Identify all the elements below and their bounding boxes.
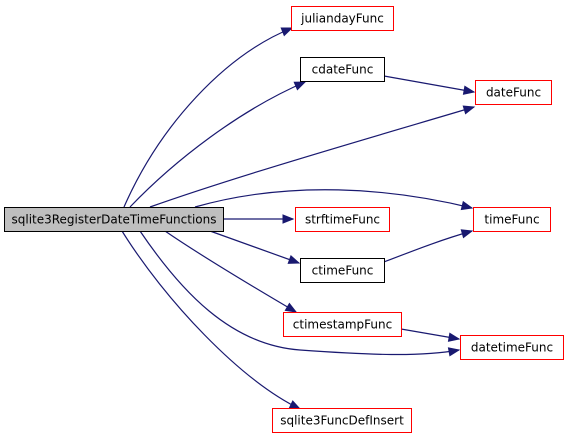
edge-ctimestamp-to-datetime [400,328,461,342]
edge-line [139,230,460,356]
node-funcdefinsert[interactable]: sqlite3FuncDefInsert [272,408,412,433]
node-box [272,408,412,433]
node-root[interactable]: sqlite3RegisterDateTimeFunctions [4,207,224,232]
arrowhead-icon [293,81,307,91]
node-julianday[interactable]: juliandayFunc [291,6,394,31]
node-label: sqlite3RegisterDateTimeFunctions [11,213,216,227]
node-label: ctimeFunc [312,264,374,278]
node-label: juliandayFunc [300,12,384,26]
edge-root-to-julianday [123,27,294,208]
node-box [460,335,564,360]
edge-root-to-cdate [129,81,307,208]
edge-line [383,75,475,93]
edge-line [383,230,473,263]
edge-cdate-to-date [383,75,476,95]
node-label: timeFunc [484,213,539,227]
function-nodes: sqlite3RegisterDateTimeFunctions julianda… [4,6,564,433]
edge-root-to-strftime [223,214,295,224]
node-ctimestamp[interactable]: ctimestampFunc [283,312,402,337]
node-box [283,312,402,337]
node-strftime[interactable]: strftimeFunc [295,207,390,232]
arrowhead-icon [288,400,302,410]
node-label: ctimestampFunc [293,318,392,332]
node-cdate[interactable]: cdateFunc [300,57,385,82]
edge-line [149,106,475,208]
arrowhead-icon [460,200,474,211]
arrowhead-icon [460,229,474,239]
edge-root-to-time [194,189,474,211]
edge-line [164,230,297,313]
node-box [300,258,385,283]
node-label: strftimeFunc [305,213,380,227]
node-date[interactable]: dateFunc [475,80,552,105]
arrowhead-icon [284,302,298,313]
edge-root-to-ctimestamp [164,230,298,313]
node-box [300,57,385,82]
arrowhead-icon [280,27,294,37]
arrowhead-icon [462,85,476,95]
edge-root-to-ctime [209,230,301,264]
arrowhead-icon [462,105,476,115]
node-label: dateFunc [486,86,541,100]
edge-line [121,230,301,410]
call-edges [121,27,476,410]
node-box [295,207,390,232]
edge-root-to-datetime [139,230,461,357]
edge-ctime-to-time [383,229,474,263]
arrowhead-icon [282,214,295,224]
node-box [473,207,551,232]
edge-line [123,27,293,208]
node-label: cdateFunc [312,63,374,77]
node-ctime[interactable]: ctimeFunc [300,258,385,283]
arrowhead-icon [447,332,461,342]
edge-line [194,189,473,209]
edge-root-to-date [149,105,476,208]
node-label: datetimeFunc [471,341,553,355]
node-time[interactable]: timeFunc [473,207,551,232]
node-box [4,207,224,232]
node-box [475,80,552,105]
node-datetime[interactable]: datetimeFunc [460,335,564,360]
edge-line [209,230,300,264]
edge-line [129,81,306,208]
node-label: sqlite3FuncDefInsert [280,414,404,428]
edge-root-to-funcdefinsert [121,230,302,410]
node-box [291,6,394,31]
arrowhead-icon [287,254,301,264]
arrowhead-icon [447,347,461,357]
